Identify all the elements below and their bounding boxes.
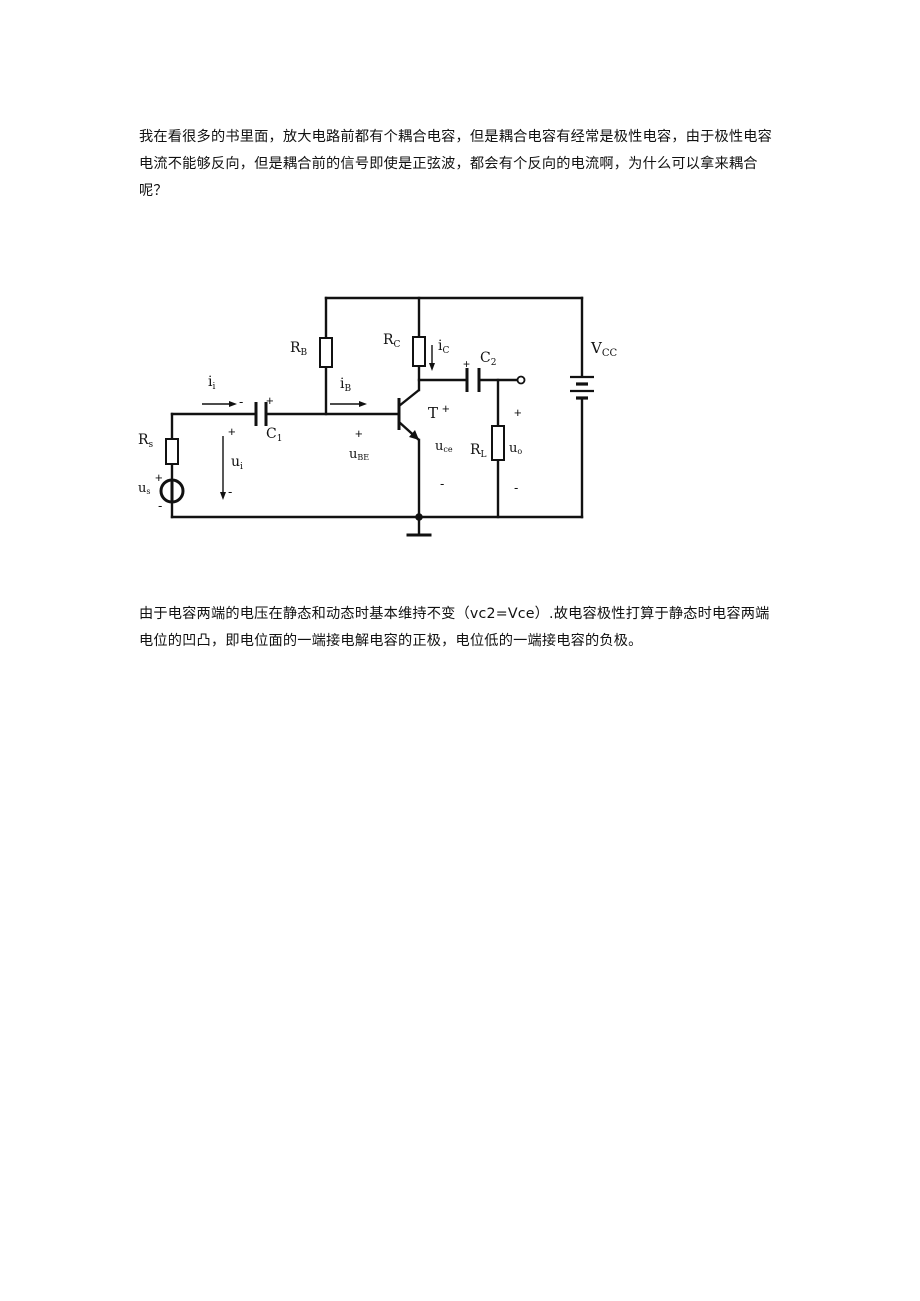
transistor-collector (398, 389, 420, 407)
answer-paragraph: 由于电容两端的电压在静态和动态时基本维持不变（vc2=Vce）.故电容极性打算于… (139, 606, 770, 649)
c1-plus-sign: + (266, 393, 274, 408)
question-paragraph: 我在看很多的书里面，放大电路前都有个耦合电容，但是耦合电容有经常是极性电容，由于… (139, 129, 773, 199)
ui-label: ui (231, 454, 243, 472)
rb-resistor (319, 337, 333, 368)
ui-plus-sign: + (228, 424, 236, 439)
c1-minus-sign: - (239, 394, 243, 409)
rb-label: RB (290, 340, 308, 358)
uce-label: uce (435, 439, 453, 454)
rs-resistor (165, 438, 179, 465)
c2-label: C2 (480, 350, 496, 368)
rs-label: Rs (138, 432, 154, 450)
ube-plus-sign: + (355, 426, 363, 441)
ib-label: iB (340, 376, 351, 394)
ii-label: ii (208, 374, 215, 392)
c1-label: C1 (266, 426, 282, 444)
rc-resistor (412, 336, 426, 367)
ube-label: uBE (349, 447, 369, 462)
rl-resistor (491, 425, 505, 461)
ic-label: iC (438, 338, 449, 356)
uo-label: uo (509, 441, 522, 456)
emitter-arrow-icon (409, 430, 419, 440)
vcc-label: VCC (590, 339, 617, 359)
ground-junction-dot (415, 513, 423, 521)
source-plus-sign: + (155, 470, 163, 485)
uo-minus-sign: - (514, 480, 518, 495)
transistor-label: T (428, 404, 438, 422)
us-label: us (138, 481, 150, 496)
output-terminal (516, 375, 526, 385)
rc-label: RC (383, 332, 401, 350)
rl-label: RL (470, 442, 487, 460)
uce-minus-sign: - (440, 476, 444, 491)
source-minus-sign: - (158, 498, 162, 513)
uce-plus-sign: + (442, 401, 450, 416)
uo-plus-sign: + (514, 405, 522, 420)
ui-minus-sign: - (228, 484, 232, 499)
c2-plus-sign: + (463, 357, 470, 371)
